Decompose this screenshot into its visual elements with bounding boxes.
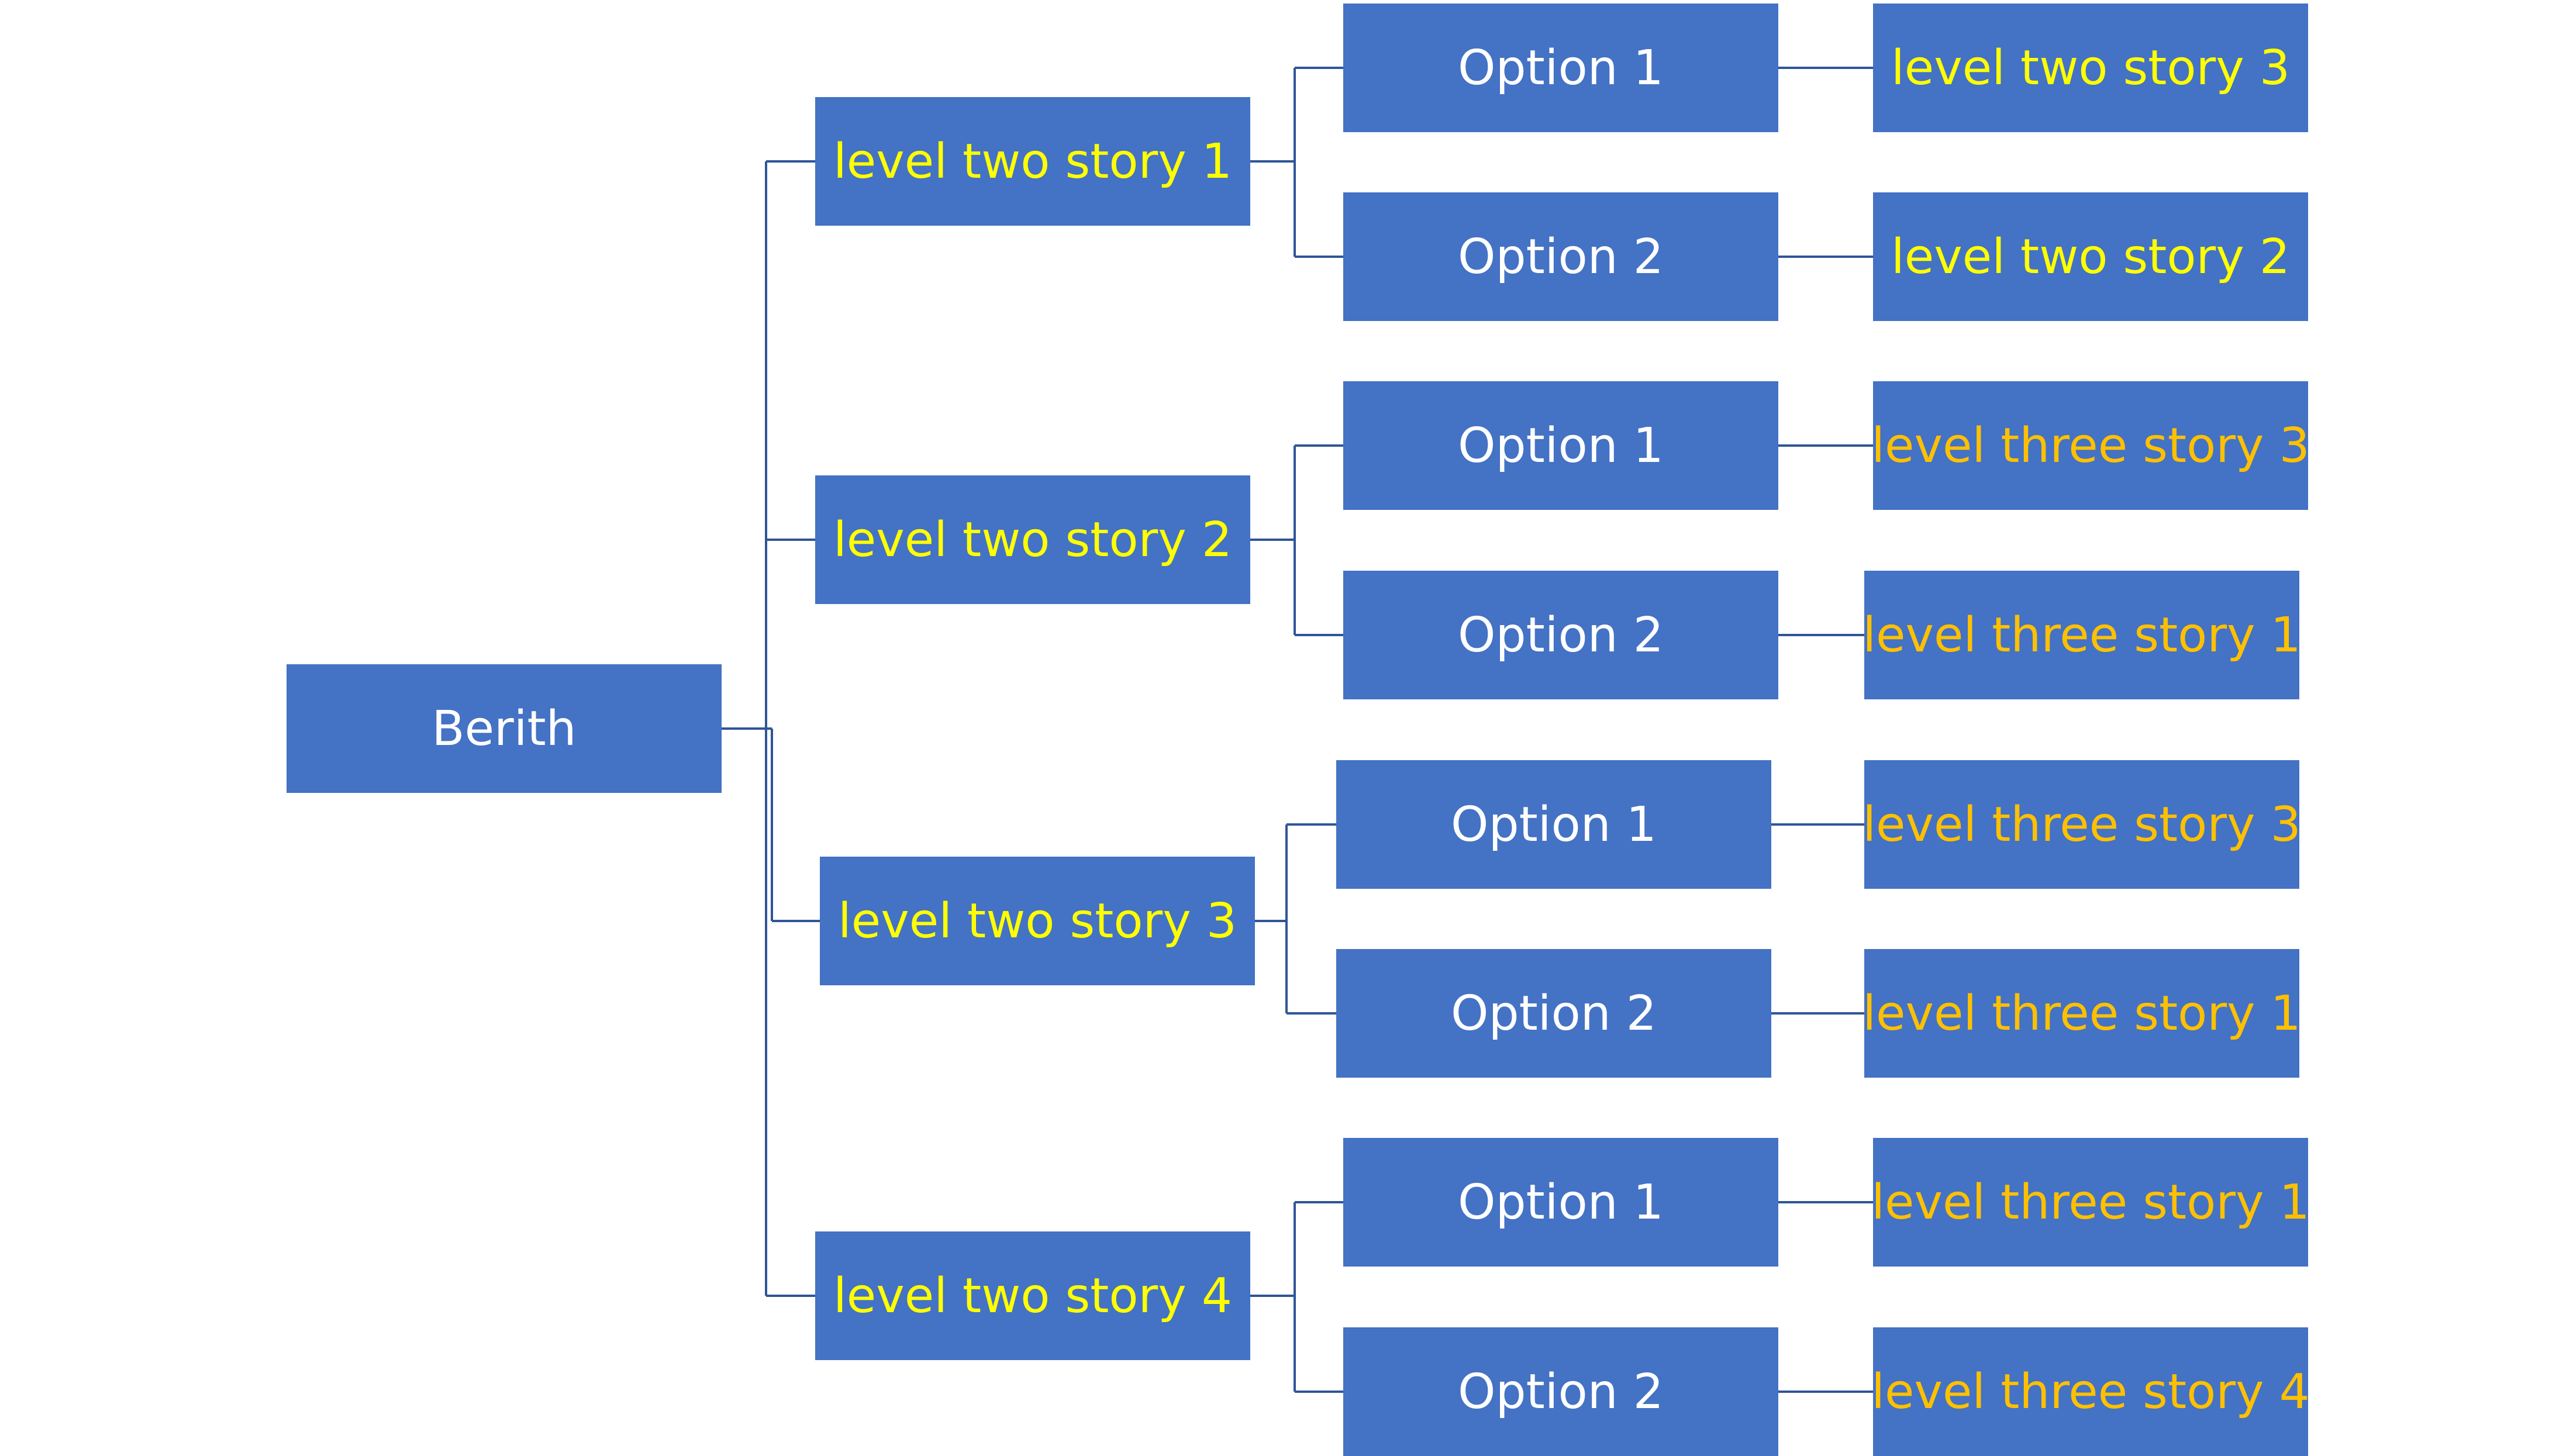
story-4-option-2-result-node: level three story 4 xyxy=(1871,1327,2310,1456)
result-label: level three story 4 xyxy=(1871,1364,2310,1420)
option-label: Option 1 xyxy=(1458,40,1664,96)
branch-label: level two story 4 xyxy=(833,1268,1233,1324)
level-two-story-3-node: level two story 3 xyxy=(820,857,1255,985)
story-3-option-2-result-node: level three story 1 xyxy=(1863,949,2301,1078)
result-label: level two story 3 xyxy=(1891,40,2291,96)
result-label: level three story 1 xyxy=(1863,985,2301,1041)
option-label: Option 2 xyxy=(1451,985,1657,1041)
option-label: Option 1 xyxy=(1451,796,1657,853)
option-label: Option 1 xyxy=(1458,1174,1664,1230)
story-2-option-1-result-node: level three story 3 xyxy=(1871,381,2310,510)
story-2-option-1-node: Option 1 xyxy=(1343,381,1778,510)
root-node: Berith xyxy=(287,664,722,793)
story-1-option-1-result-node: level two story 3 xyxy=(1873,4,2308,132)
story-4-option-2-node: Option 2 xyxy=(1343,1327,1778,1456)
option-label: Option 2 xyxy=(1458,607,1664,663)
branch-label: level two story 3 xyxy=(837,893,1237,949)
story-1-option-2-node: Option 2 xyxy=(1343,192,1778,321)
story-3-option-1-result-node: level three story 3 xyxy=(1863,760,2301,889)
story-1-option-2-result-node: level two story 2 xyxy=(1873,192,2308,321)
level-two-story-1-node: level two story 1 xyxy=(815,97,1250,226)
branch-label: level two story 1 xyxy=(833,133,1233,189)
result-label: level three story 1 xyxy=(1871,1174,2310,1230)
story-2-option-2-node: Option 2 xyxy=(1343,571,1778,699)
level-two-story-4-node: level two story 4 xyxy=(815,1231,1250,1360)
story-4-option-1-node: Option 1 xyxy=(1343,1138,1778,1267)
story-1-option-1-node: Option 1 xyxy=(1343,4,1778,132)
result-label: level three story 3 xyxy=(1871,418,2310,474)
level-two-story-2-node: level two story 2 xyxy=(815,475,1250,604)
branch-label: level two story 2 xyxy=(833,512,1233,568)
story-3-option-1-node: Option 1 xyxy=(1336,760,1771,889)
story-4-option-1-result-node: level three story 1 xyxy=(1871,1138,2310,1267)
option-label: Option 1 xyxy=(1458,418,1664,474)
option-label: Option 2 xyxy=(1458,229,1664,285)
story-2-option-2-result-node: level three story 1 xyxy=(1863,571,2301,699)
result-label: level three story 1 xyxy=(1863,607,2301,663)
option-label: Option 2 xyxy=(1458,1364,1664,1420)
result-label: level three story 3 xyxy=(1863,796,2301,853)
result-label: level two story 2 xyxy=(1891,229,2291,285)
story-3-option-2-node: Option 2 xyxy=(1336,949,1771,1078)
root-label: Berith xyxy=(432,701,577,757)
